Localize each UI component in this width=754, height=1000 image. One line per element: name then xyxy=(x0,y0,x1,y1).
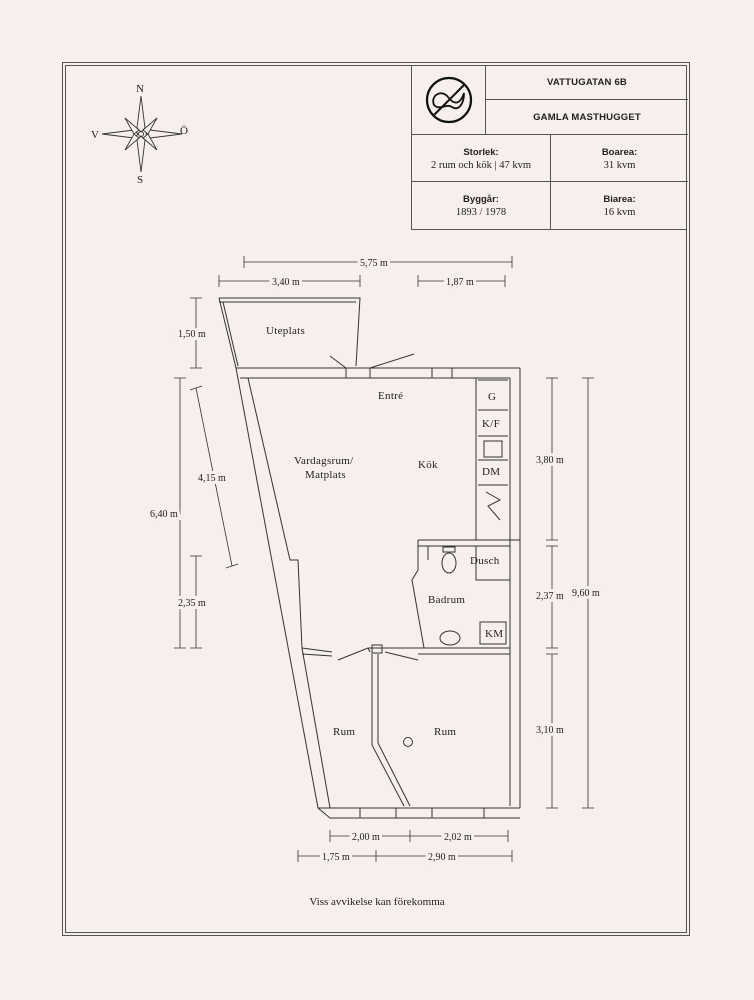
area-cell: GAMLA MASTHUGGET xyxy=(486,100,688,135)
logo-icon xyxy=(425,76,473,124)
boarea-label: Boarea: xyxy=(601,147,638,158)
storlek-value: 2 rum och kök | 47 kvm xyxy=(430,160,532,171)
compass-n: N xyxy=(136,83,144,95)
biarea-cell: Biarea: 16 kvm xyxy=(551,182,688,229)
dim-total-width: 5,75 m xyxy=(360,258,388,269)
label-uteplats: Uteplats xyxy=(266,325,305,337)
logo-cell xyxy=(412,65,486,135)
label-vardagsrum-1: Vardagsrum/ xyxy=(294,455,354,467)
label-entre: Entré xyxy=(378,390,403,402)
inner-frame xyxy=(65,65,687,933)
outer-frame xyxy=(62,62,690,936)
dim-left-lower: 2,35 m xyxy=(178,598,206,609)
dimension-lines xyxy=(174,256,594,862)
byggar-value: 1893 / 1978 xyxy=(455,207,507,218)
storlek-label: Storlek: xyxy=(463,147,499,158)
dim-bottom-left-outer: 1,75 m xyxy=(322,852,350,863)
label-g: G xyxy=(488,391,496,403)
dim-kok-height: 3,80 m xyxy=(536,455,564,466)
dim-diag: 4,15 m xyxy=(198,473,226,484)
byggar-cell: Byggår: 1893 / 1978 xyxy=(412,182,551,229)
dim-bottom-right-outer: 2,90 m xyxy=(428,852,456,863)
walls xyxy=(218,297,521,819)
byggar-label: Byggår: xyxy=(463,194,499,205)
address-text: VATTUGATAN 6B xyxy=(546,77,627,88)
label-rum-right: Rum xyxy=(434,726,456,738)
dim-bath-height: 2,37 m xyxy=(536,591,564,602)
disclaimer-footnote: Viss avvikelse kan förekomma xyxy=(309,896,445,908)
dim-left-total: 6,40 m xyxy=(150,509,178,520)
label-dm: DM xyxy=(482,466,500,478)
label-rum-left: Rum xyxy=(333,726,355,738)
compass-rose: N S V Ö xyxy=(91,83,188,186)
property-info-table: VATTUGATAN 6B GAMLA MASTHUGGET Storlek: … xyxy=(411,65,688,230)
dim-room-height: 3,10 m xyxy=(536,725,564,736)
dimension-labels: 5,75 m 3,40 m 1,87 m 1,50 m 6,40 m 4,15 … xyxy=(147,255,603,866)
biarea-label: Biarea: xyxy=(603,194,636,205)
label-kok: Kök xyxy=(418,459,438,471)
compass-o: Ö xyxy=(180,125,188,137)
compass-v: V xyxy=(91,129,99,141)
dim-uteplats-width: 3,40 m xyxy=(272,277,300,288)
biarea-value: 16 kvm xyxy=(603,207,636,218)
boarea-value: 31 kvm xyxy=(603,160,636,171)
storlek-cell: Storlek: 2 rum och kök | 47 kvm xyxy=(412,135,551,182)
compass-s: S xyxy=(137,174,143,186)
label-km: KM xyxy=(485,628,503,640)
address-cell: VATTUGATAN 6B xyxy=(486,65,688,100)
room-labels: Uteplats Entré Vardagsrum/ Matplats Kök … xyxy=(266,325,503,738)
label-kf: K/F xyxy=(482,418,500,430)
dim-total-height: 9,60 m xyxy=(572,588,600,599)
dim-bottom-right-inner: 2,02 m xyxy=(444,832,472,843)
boarea-cell: Boarea: 31 kvm xyxy=(551,135,688,182)
label-dusch: Dusch xyxy=(470,555,500,567)
dim-right-width: 1,87 m xyxy=(446,277,474,288)
dim-bottom-left-inner: 2,00 m xyxy=(352,832,380,843)
label-badrum: Badrum xyxy=(428,594,465,606)
area-text: GAMLA MASTHUGGET xyxy=(533,112,641,123)
label-vardagsrum-2: Matplats xyxy=(305,469,346,481)
dim-uteplats-depth: 1,50 m xyxy=(178,329,206,340)
